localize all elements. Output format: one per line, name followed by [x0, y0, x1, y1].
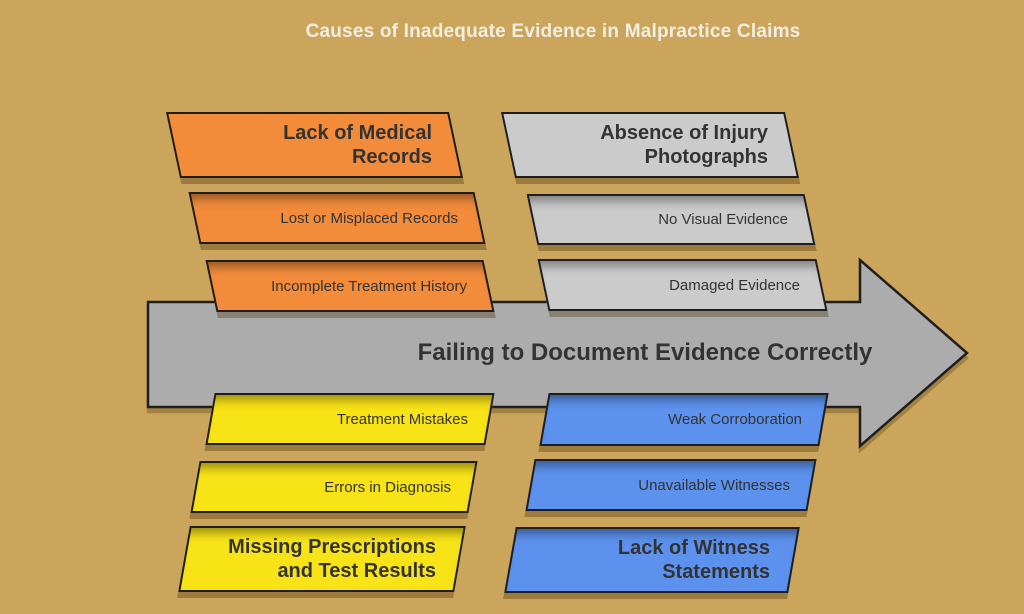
category-header-label: Missing Prescriptions and Test Results: [186, 528, 458, 590]
header-line: and Test Results: [277, 560, 436, 582]
cause-item-label: Unavailable Witnesses: [638, 476, 790, 494]
header-line: Photographs: [644, 146, 768, 168]
cause-item-label: Weak Corroboration: [668, 411, 802, 428]
category-header-prescriptions-tests: Missing Prescriptions and Test Results: [178, 526, 466, 592]
diagram-title: Causes of Inadequate Evidence in Malprac…: [305, 21, 801, 42]
header-line: Records: [351, 146, 432, 168]
cause-item-label: Incomplete Treatment History: [271, 277, 467, 295]
header-line: Statements: [662, 561, 770, 583]
cause-box-unavailable-witnesses: Unavailable Witnesses: [525, 459, 817, 511]
header-line: Lack of Witness: [617, 536, 770, 559]
header-line: Lack of Medical: [283, 121, 432, 144]
cause-box-treatment-mistakes: Treatment Mistakes: [205, 393, 495, 445]
main-arrow-label: Failing to Document Evidence Correctly: [417, 339, 873, 366]
cause-item-label: No Visual Evidence: [658, 211, 788, 228]
category-header-injury-photographs: Absence of Injury Photographs: [500, 112, 800, 178]
cause-item-label: Damaged Evidence: [669, 276, 800, 294]
category-header-label: Lack of Medical Records: [175, 114, 454, 176]
header-line: Missing Prescriptions: [228, 535, 436, 558]
header-line: Absence of Injury: [600, 121, 768, 144]
cause-item-label: Lost or Misplaced Records: [280, 209, 458, 227]
cause-box-damaged-evidence: Damaged Evidence: [537, 259, 828, 311]
category-header-label: Absence of Injury Photographs: [510, 114, 790, 176]
cause-box-incomplete-history: Incomplete Treatment History: [205, 260, 495, 312]
cause-box-weak-corroboration: Weak Corroboration: [539, 393, 829, 446]
cause-item-label: Treatment Mistakes: [336, 410, 468, 428]
cause-box-no-visual-evidence: No Visual Evidence: [526, 194, 816, 245]
category-header-witness-statements: Lack of Witness Statements: [504, 527, 800, 593]
category-header-medical-records: Lack of Medical Records: [165, 112, 464, 178]
cause-item-label: Errors in Diagnosis: [324, 478, 451, 496]
cause-box-lost-records: Lost or Misplaced Records: [188, 192, 486, 244]
cause-box-errors-in-diagnosis: Errors in Diagnosis: [190, 461, 478, 513]
category-header-label: Lack of Witness Statements: [512, 529, 792, 591]
